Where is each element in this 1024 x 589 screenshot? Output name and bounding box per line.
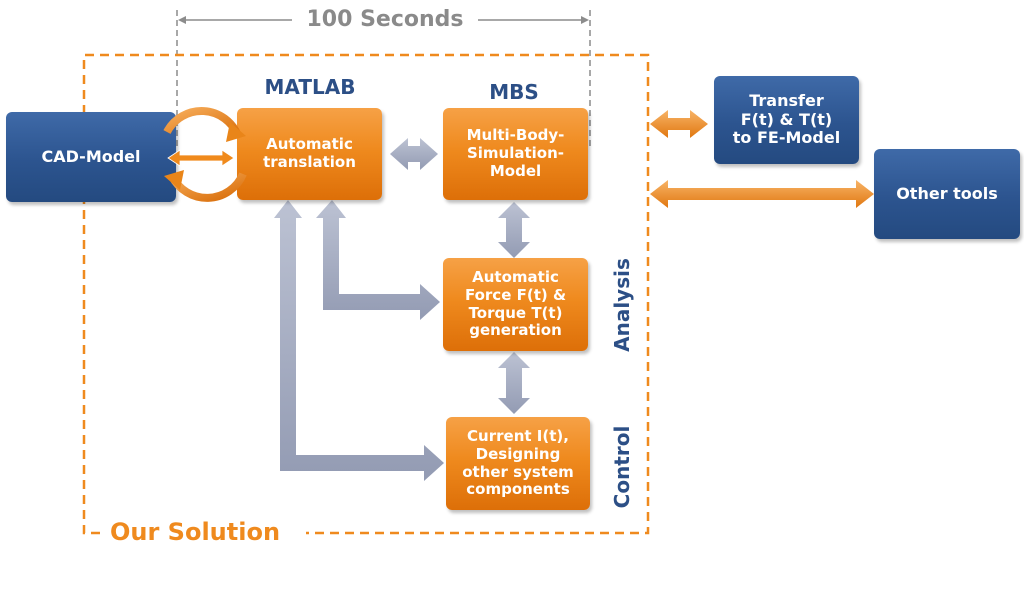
automatic-translation-box: Automatic translation <box>237 108 382 200</box>
arrow-translation-current <box>274 200 444 481</box>
timing-left-arrowhead <box>178 16 186 24</box>
control-label: Control <box>610 425 634 509</box>
other-tools-box: Other tools <box>874 149 1020 239</box>
timing-right-arrowhead <box>581 16 589 24</box>
solution-label: Our Solution <box>110 518 281 546</box>
arrow-translation-force <box>316 200 440 320</box>
force-torque-generation-label: Automatic Force F(t) & Torque T(t) gener… <box>464 268 567 340</box>
arrow-solution-other-tools <box>650 180 874 208</box>
solution-boundary <box>82 53 650 535</box>
arrow-solution-transfer <box>650 110 708 138</box>
multi-body-simulation-label: Multi-Body- Simulation- Model <box>466 126 565 180</box>
transfer-fe-label: Transfer F(t) & T(t) to FE-Model <box>732 90 841 148</box>
other-tools-label: Other tools <box>896 183 998 203</box>
multi-body-simulation-box: Multi-Body- Simulation- Model <box>443 108 588 200</box>
current-design-box: Current I(t), Designing other system com… <box>446 417 590 510</box>
cad-model-box: CAD-Model <box>6 112 176 202</box>
arrow-force-current <box>498 352 530 414</box>
automatic-translation-label: Automatic translation <box>263 135 356 171</box>
mbs-header: MBS <box>489 80 539 104</box>
arrow-mbs-force <box>498 202 530 258</box>
cad-model-label: CAD-Model <box>41 146 141 166</box>
arrow-translation-mbs <box>390 138 438 170</box>
transfer-fe-box: Transfer F(t) & T(t) to FE-Model <box>714 76 859 164</box>
force-torque-generation-box: Automatic Force F(t) & Torque T(t) gener… <box>443 258 588 351</box>
timing-label: 100 Seconds <box>306 7 464 32</box>
analysis-label: Analysis <box>610 258 634 352</box>
current-design-label: Current I(t), Designing other system com… <box>462 427 574 499</box>
matlab-header: MATLAB <box>264 75 356 99</box>
